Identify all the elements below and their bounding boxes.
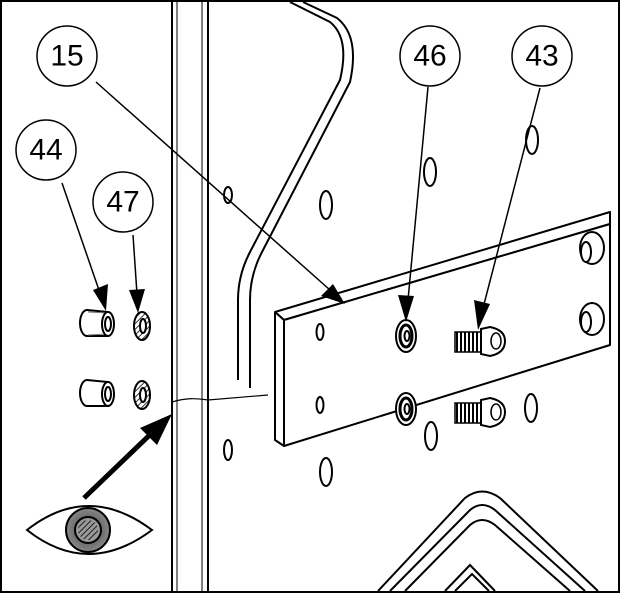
plate-holes — [315, 323, 325, 414]
callout-15: 15 — [36, 25, 98, 87]
callout-43: 43 — [511, 25, 573, 87]
leader-44 — [61, 182, 101, 294]
callout-44-label: 44 — [29, 134, 62, 167]
vertical-frame-tube — [171, 2, 269, 591]
leader-47 — [132, 234, 138, 295]
view-direction-arrow — [82, 414, 172, 500]
eye-icon — [25, 505, 154, 555]
callout-46-label: 46 — [413, 40, 446, 73]
callout-44: 44 — [15, 119, 77, 181]
leader-46 — [407, 86, 429, 301]
leader-15 — [95, 81, 331, 291]
lower-bracket — [377, 490, 599, 592]
callout-43-label: 43 — [525, 40, 558, 73]
leader-lines — [61, 81, 541, 313]
leader-arrowheads — [93, 284, 490, 330]
panel-bend-edge — [237, 1, 354, 388]
lock-washer-part-47 — [133, 311, 151, 410]
callout-15-label: 15 — [50, 40, 83, 73]
bolt-part-43 — [454, 325, 507, 429]
callout-47: 47 — [92, 171, 154, 233]
callout-46: 46 — [399, 25, 461, 87]
plate-bosses — [579, 231, 605, 336]
mounting-plate — [274, 211, 611, 447]
callout-47-label: 47 — [106, 186, 139, 219]
washer-part-46 — [395, 319, 417, 426]
sleeve-part-44 — [79, 309, 115, 407]
leader-43 — [481, 87, 541, 313]
